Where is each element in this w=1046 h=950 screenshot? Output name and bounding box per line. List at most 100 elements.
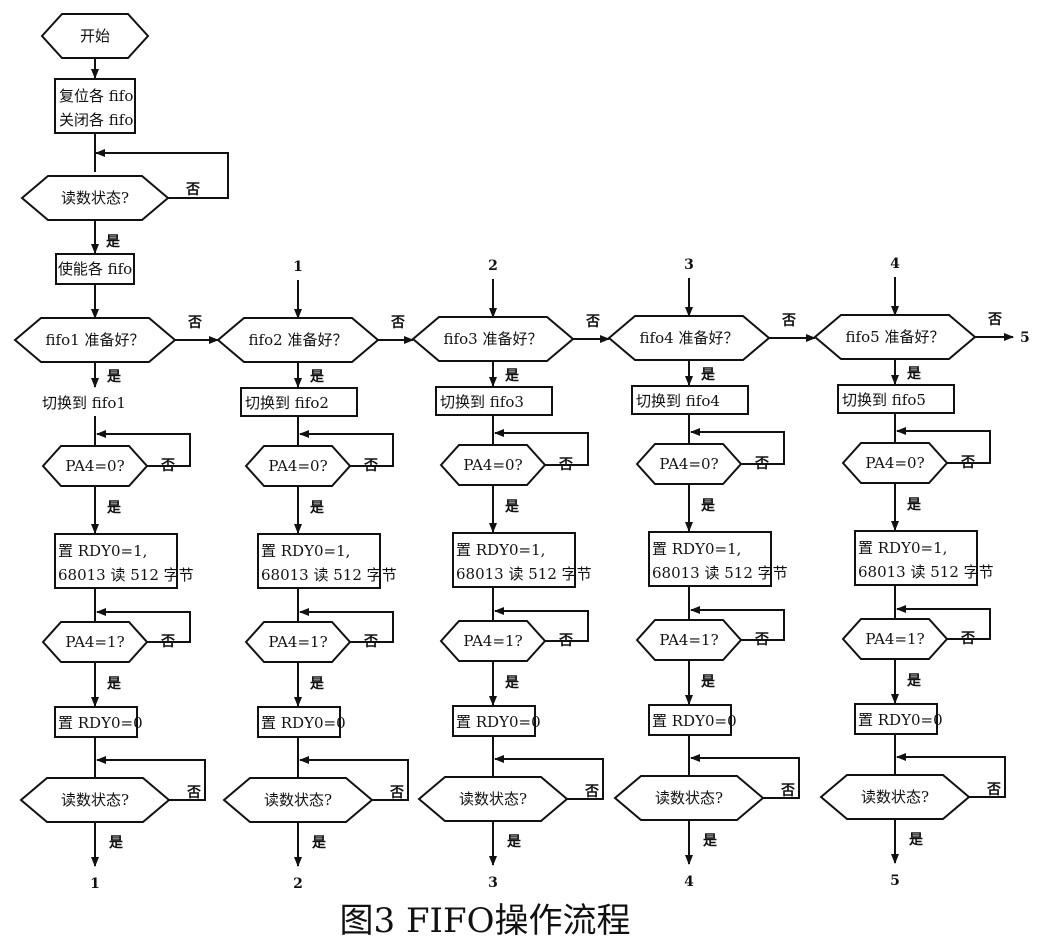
pa4-1-label-1: PA4=1? [65,633,124,651]
pa4-0-yes-label-5: 是 [907,497,922,513]
pa4-1-label-5: PA4=1? [865,630,924,648]
switch-fifo-5-box [837,384,955,414]
pa4-0-yes-label-2: 是 [310,500,325,516]
figure-caption: 图3 FIFO操作流程 [340,901,631,941]
pa4-0-no-label-4: 否 [754,456,769,472]
set-rdy0-low-label-5: 置 RDY0=0 [858,711,943,729]
set-rdy0-high-line2-1: 68013 读 512 字节 [58,566,194,584]
set-rdy0-high-line1-4: 置 RDY0=1, [652,540,741,558]
column-3-entry-label: 2 [488,258,498,274]
fifo-3-ready-label: fifo3 准备好？ [444,330,543,348]
column-1-exit-label: 1 [90,876,100,892]
read-status-no-label-1: 否 [186,785,201,801]
set-rdy0-high-line2-3: 68013 读 512 字节 [456,565,592,583]
pa4-0-label-3: PA4=0? [463,456,522,474]
column-5-exit-label: 5 [890,873,900,889]
fifo-5-ready-no-label: 否 [987,312,1002,328]
set-rdy0-low-box-1 [54,706,138,738]
fifo-4-ready-label: fifo4 准备好？ [640,329,739,347]
pa4-0-label-1: PA4=0? [65,457,124,475]
fifo-2-ready-label: fifo2 准备好？ [249,331,348,349]
column-2-exit-label: 2 [293,876,303,892]
set-rdy0-low-label-2: 置 RDY0=0 [261,714,346,732]
set-rdy0-high-line1-2: 置 RDY0=1, [261,542,350,560]
read-status-label-5: 读数状态? [861,788,929,806]
reset-fifo-line1: 复位各 fifo [59,87,133,105]
read-status-top-no-label: 否 [185,182,200,198]
fifo-5-ready-yes-label: 是 [907,366,922,382]
set-rdy0-low-box-2 [257,706,341,738]
pa4-0-label-2: PA4=0? [268,457,327,475]
read-status-label-top: 读数状态? [61,189,129,207]
pa4-1-yes-label-5: 是 [907,673,922,689]
reset-fifo-line2: 关闭各 fifo [59,111,133,129]
fifo-2-ready-no-label: 否 [390,315,405,331]
read-status-no-label-3: 否 [584,784,599,800]
fifo-3-ready-yes-label: 是 [505,368,520,384]
fifo-4-ready-yes-label: 是 [701,367,716,383]
switch-fifo-3-label: 切换到 fifo3 [440,393,524,411]
pa4-0-yes-label-1: 是 [107,500,122,516]
column-5-entry-label: 4 [890,256,900,272]
read-status-label-2: 读数状态? [264,791,332,809]
read-status-yes-label-2: 是 [312,835,327,851]
pa4-1-yes-label-1: 是 [107,676,122,692]
pa4-1-no-label-1: 否 [160,634,175,650]
read-status-yes-label-1: 是 [109,835,124,851]
read-status-label-3: 读数状态? [459,790,527,808]
fifo-1-ready-no-label: 否 [187,315,202,331]
pa4-0-no-label-2: 否 [363,458,378,474]
set-rdy0-high-box-1 [54,533,178,589]
pa4-0-label-5: PA4=0? [865,454,924,472]
read-status-label-1: 读数状态? [61,791,129,809]
set-rdy0-high-line1-1: 置 RDY0=1, [58,542,147,560]
set-rdy0-high-line2-4: 68013 读 512 字节 [652,564,788,582]
enable-fifo-label: 使能各 fifo [58,260,132,278]
pa4-0-yes-label-3: 是 [505,499,520,515]
set-rdy0-low-box-5 [854,703,938,735]
pa4-1-no-label-4: 否 [754,632,769,648]
set-rdy0-high-box-4 [648,531,772,587]
set-rdy0-high-box-2 [257,533,381,589]
fifo-4-ready-no-label: 否 [781,313,796,329]
pa4-0-no-label-5: 否 [960,455,975,471]
read-status-no-label-2: 否 [389,785,404,801]
fifo-1-ready-label: fifo1 准备好？ [46,331,145,349]
column-3-exit-label: 3 [488,875,498,891]
final-no-target-label: 5 [1020,330,1030,346]
read-status-top-no-loop [95,149,229,199]
read-status-yes-label-5: 是 [909,832,924,848]
set-rdy0-high-box-5 [854,530,978,586]
set-rdy0-low-label-3: 置 RDY0=0 [456,713,541,731]
set-rdy0-high-line2-2: 68013 读 512 字节 [261,566,397,584]
fifo-1-ready-yes-label: 是 [107,369,122,385]
pa4-1-label-2: PA4=1? [268,633,327,651]
start-terminal [40,13,150,59]
set-rdy0-high-box-3 [452,532,576,588]
pa4-1-label-4: PA4=1? [659,631,718,649]
pa4-1-label-3: PA4=1? [463,632,522,650]
set-rdy0-low-box-4 [648,704,732,736]
reset-fifo-box [54,78,136,134]
switch-fifo-1-label: 切换到 fifo1 [42,394,126,412]
pa4-1-yes-label-3: 是 [505,675,520,691]
read-status-label-4: 读数状态? [655,789,723,807]
pa4-1-no-label-2: 否 [363,634,378,650]
set-rdy0-high-line2-5: 68013 读 512 字节 [858,563,994,581]
read-status-yes-label-3: 是 [507,834,522,850]
set-rdy0-low-box-3 [452,705,536,737]
pa4-0-no-label-1: 否 [160,458,175,474]
pa4-1-yes-label-4: 是 [701,674,716,690]
pa4-0-yes-label-4: 是 [701,498,716,514]
pa4-1-no-label-5: 否 [960,631,975,647]
start-label: 开始 [80,27,110,45]
switch-fifo-5-label: 切换到 fifo5 [842,391,926,409]
set-rdy0-low-label-4: 置 RDY0=0 [652,712,737,730]
pa4-1-no-label-3: 否 [558,633,573,649]
